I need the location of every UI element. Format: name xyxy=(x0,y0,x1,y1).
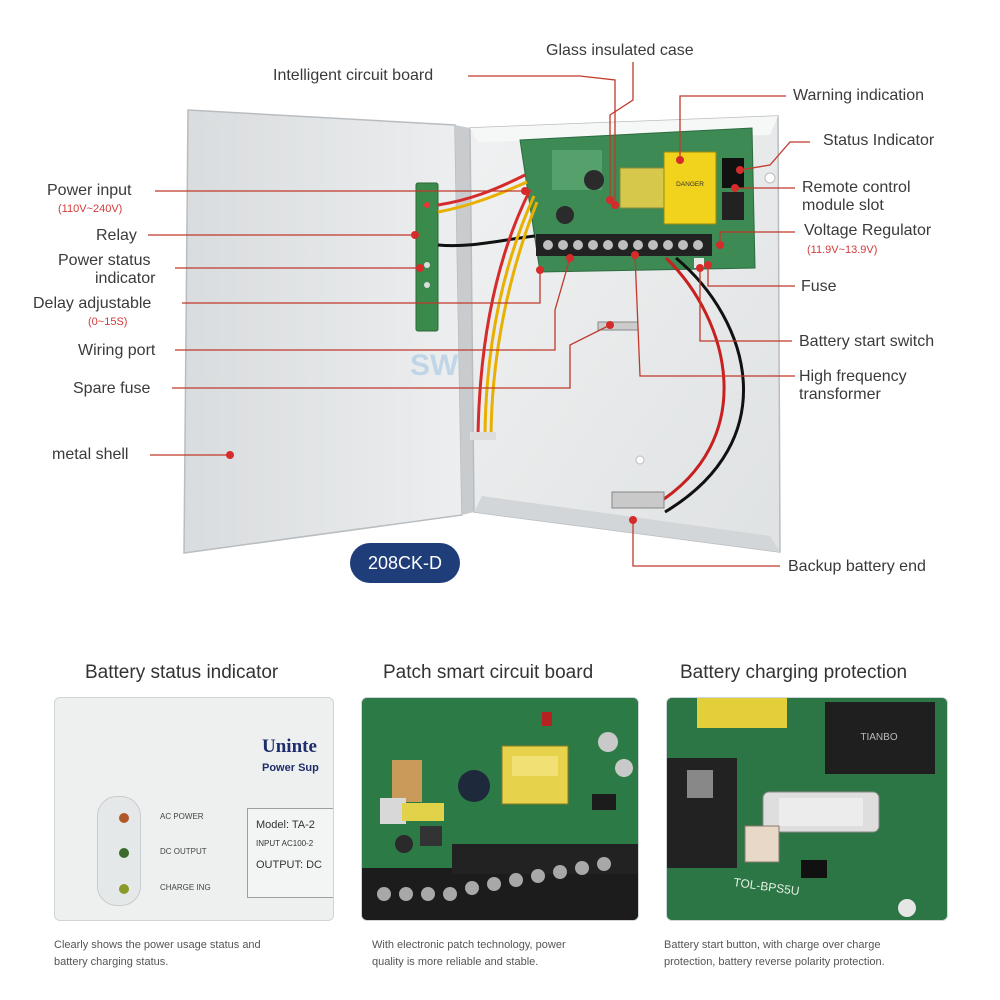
label-status-indicator: Status Indicator xyxy=(823,132,935,149)
label-metal-shell: metal shell xyxy=(52,446,129,463)
label-power-status-2: indicator xyxy=(95,270,156,287)
label-relay: Relay xyxy=(96,227,137,244)
led-charging xyxy=(119,884,129,894)
caption-charging-line1: Battery start button, with charge over c… xyxy=(664,939,881,951)
plate-input: INPUT AC100-2 xyxy=(256,839,314,848)
label-power-input-range: (110V~240V) xyxy=(58,203,123,215)
label-remote-control-2: module slot xyxy=(802,197,884,214)
door-status-board xyxy=(415,182,439,332)
feature-title-battery-status: Battery status indicator xyxy=(85,662,279,683)
label-backup-battery-end: Backup battery end xyxy=(788,558,926,575)
svg-text:SW: SW xyxy=(410,349,459,382)
label-delay-range: (0~15S) xyxy=(88,316,128,328)
enclosure-illustration: DANGER SW xyxy=(148,62,810,567)
plate-model: Model: TA-2 xyxy=(256,819,315,831)
label-voltage-range: (11.9V~13.9V) xyxy=(807,244,878,256)
main-pcb: DANGER xyxy=(519,127,756,273)
label-power-input: Power input xyxy=(47,182,132,199)
feature-title-charging-protection: Battery charging protection xyxy=(680,662,908,683)
label-voltage-regulator: Voltage Regulator xyxy=(804,222,932,239)
label-hf-transformer-2: transformer xyxy=(799,386,881,403)
panel-battery-status: Uninte Power Sup AC POWER DC OUTPUT CHAR… xyxy=(54,697,334,921)
label-battery-start-switch: Battery start switch xyxy=(799,333,935,350)
label-delay-adjustable: Delay adjustable xyxy=(33,295,152,312)
battery-terminals xyxy=(611,491,665,509)
caption-battery-status: Clearly shows the power usage status and… xyxy=(54,937,344,971)
led-label-dc: DC OUTPUT xyxy=(160,847,207,856)
warning-sticker xyxy=(663,151,717,225)
fuse-closeup: TIANBO TOL-BPS5U xyxy=(667,698,947,920)
caption-battery-status-line1: Clearly shows the power usage status and xyxy=(54,939,261,951)
label-intelligent-board: Intelligent circuit board xyxy=(273,67,434,84)
label-glass-case: Glass insulated case xyxy=(546,42,694,59)
rating-plate: Model: TA-2 INPUT AC100-2 OUTPUT: DC xyxy=(247,808,333,898)
caption-charging-protection: Battery start button, with charge over c… xyxy=(664,937,964,971)
led-ac-power xyxy=(119,813,129,823)
label-hf-transformer: High frequency xyxy=(799,368,907,385)
feature-title-patch-board: Patch smart circuit board xyxy=(383,662,594,683)
label-fuse: Fuse xyxy=(801,278,837,295)
svg-text:DANGER: DANGER xyxy=(676,181,704,188)
caption-patch-board: With electronic patch technology, power … xyxy=(372,937,662,971)
caption-patch-board-line2: quality is more reliable and stable. xyxy=(372,956,539,968)
label-power-status: Power status xyxy=(58,252,151,269)
led-label-ac: AC POWER xyxy=(160,812,204,821)
led-label-charge: CHARGE ING xyxy=(160,883,211,892)
brand-subtext: Power Sup xyxy=(262,762,319,774)
caption-charging-line2: protection, battery reverse polarity pro… xyxy=(664,956,885,968)
label-remote-control: Remote control xyxy=(802,179,911,196)
svg-text:TIANBO: TIANBO xyxy=(860,732,897,743)
panel-charging-protection: TIANBO TOL-BPS5U xyxy=(666,697,948,921)
label-spare-fuse: Spare fuse xyxy=(73,380,151,397)
spare-fuse-illustration xyxy=(597,321,639,331)
label-wiring-port: Wiring port xyxy=(78,342,156,359)
model-badge: 208CK-D xyxy=(350,543,460,583)
plate-output: OUTPUT: DC xyxy=(256,859,322,871)
panel-patch-board xyxy=(361,697,639,921)
pcb-closeup xyxy=(362,698,638,920)
brand-text: Uninte xyxy=(262,736,317,757)
led-dc-output xyxy=(119,848,129,858)
caption-battery-status-line2: battery charging status. xyxy=(54,956,169,968)
label-warning-indication: Warning indication xyxy=(793,87,925,104)
caption-patch-board-line1: With electronic patch technology, power xyxy=(372,939,566,951)
